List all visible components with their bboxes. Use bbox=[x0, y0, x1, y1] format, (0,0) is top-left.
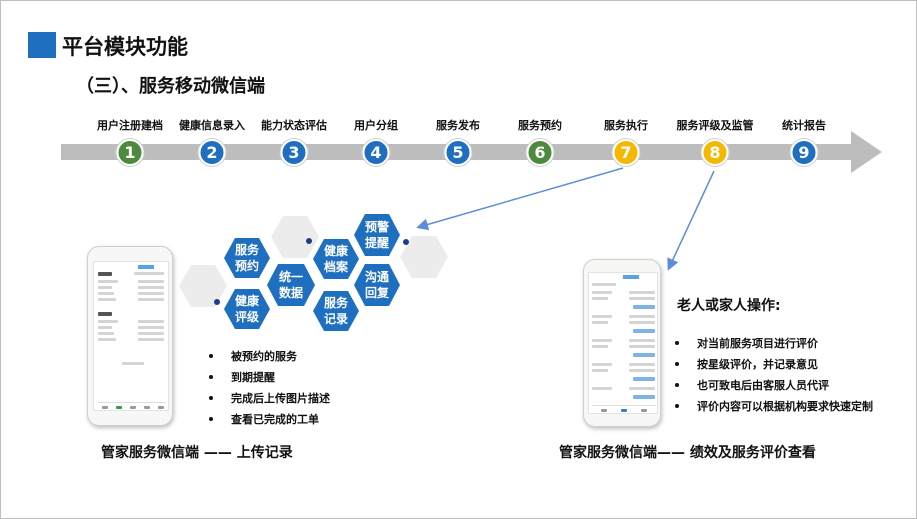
list-item: 到期提醒 bbox=[209, 369, 330, 390]
hex-label: 服务 预约 bbox=[234, 243, 260, 273]
dot-marker bbox=[403, 239, 409, 245]
step-number-badge: 4 bbox=[362, 139, 390, 166]
blue-square-icon bbox=[28, 32, 56, 58]
step-number-badge: 3 bbox=[280, 139, 308, 166]
step-label: 用户分组 bbox=[354, 119, 398, 132]
hex-label: 健康 评级 bbox=[234, 294, 260, 324]
phone-mockup-left bbox=[87, 246, 173, 426]
hex-label: 统一 数据 bbox=[278, 270, 304, 300]
hex-communication bbox=[354, 264, 400, 306]
left-bullet-list: 被预约的服务 到期提醒 完成后上传图片描述 查看已完成的工单 bbox=[209, 348, 330, 432]
hex-label: 沟通 回复 bbox=[364, 270, 390, 300]
hex-label: 服务 记录 bbox=[323, 296, 349, 326]
decor-hex bbox=[179, 265, 227, 307]
step-label: 健康信息录入 bbox=[179, 119, 245, 132]
hex-service-booking bbox=[224, 238, 270, 278]
step-label: 统计报告 bbox=[782, 119, 826, 132]
hex-health-archive bbox=[313, 239, 359, 279]
hex-label: 健康 档案 bbox=[323, 244, 349, 274]
step-label: 能力状态评估 bbox=[261, 119, 327, 132]
list-item: 对当前服务项目进行评价 bbox=[675, 335, 873, 356]
step-number-badge: 8 bbox=[701, 139, 729, 166]
section-subtitle: （三）、服务移动微信端 bbox=[76, 76, 265, 97]
list-item: 也可致电后由客服人员代评 bbox=[675, 377, 873, 398]
phone-screen bbox=[93, 261, 169, 411]
decor-hex bbox=[271, 216, 319, 258]
left-caption: 管家服务微信端 —— 上传记录 bbox=[101, 445, 293, 461]
phone-mockup-right bbox=[583, 259, 661, 427]
list-item: 完成后上传图片描述 bbox=[209, 390, 330, 411]
list-item: 查看已完成的工单 bbox=[209, 411, 330, 432]
step-number-badge: 7 bbox=[612, 139, 640, 166]
hex-health-rating bbox=[224, 289, 270, 329]
step-number-badge: 1 bbox=[116, 139, 144, 166]
step-number-badge: 6 bbox=[526, 139, 554, 166]
step-label: 服务预约 bbox=[518, 119, 562, 132]
hex-label: 预警 提醒 bbox=[364, 220, 390, 250]
phone-screen bbox=[588, 272, 658, 414]
step-label: 服务发布 bbox=[436, 119, 480, 132]
dot-marker bbox=[214, 299, 220, 305]
hex-warning bbox=[354, 214, 400, 256]
step-label: 用户注册建档 bbox=[97, 119, 163, 132]
connector-arrow bbox=[667, 170, 715, 271]
hex-service-record bbox=[313, 291, 359, 331]
dot-marker bbox=[306, 238, 312, 244]
step-label: 服务执行 bbox=[604, 119, 648, 132]
right-bullet-list: 对当前服务项目进行评价 按星级评价，并记录意见 也可致电后由客服人员代评 评价内… bbox=[675, 335, 873, 419]
list-item: 被预约的服务 bbox=[209, 348, 330, 369]
right-caption: 管家服务微信端—— 绩效及服务评价查看 bbox=[559, 445, 816, 461]
right-arrow-icon bbox=[61, 131, 882, 173]
list-item: 按星级评价，并记录意见 bbox=[675, 356, 873, 377]
step-number-badge: 5 bbox=[444, 139, 472, 166]
connector-arrow bbox=[416, 167, 624, 231]
step-label: 服务评级及监管 bbox=[676, 119, 754, 132]
step-number-badge: 2 bbox=[198, 139, 226, 166]
list-item: 评价内容可以根据机构要求快速定制 bbox=[675, 398, 873, 419]
hex-unified-data bbox=[267, 264, 315, 306]
page-title: 平台模块功能 bbox=[62, 35, 188, 59]
decor-hex bbox=[400, 236, 448, 278]
step-number-badge: 9 bbox=[790, 139, 818, 166]
right-heading: 老人或家人操作: bbox=[677, 298, 781, 314]
